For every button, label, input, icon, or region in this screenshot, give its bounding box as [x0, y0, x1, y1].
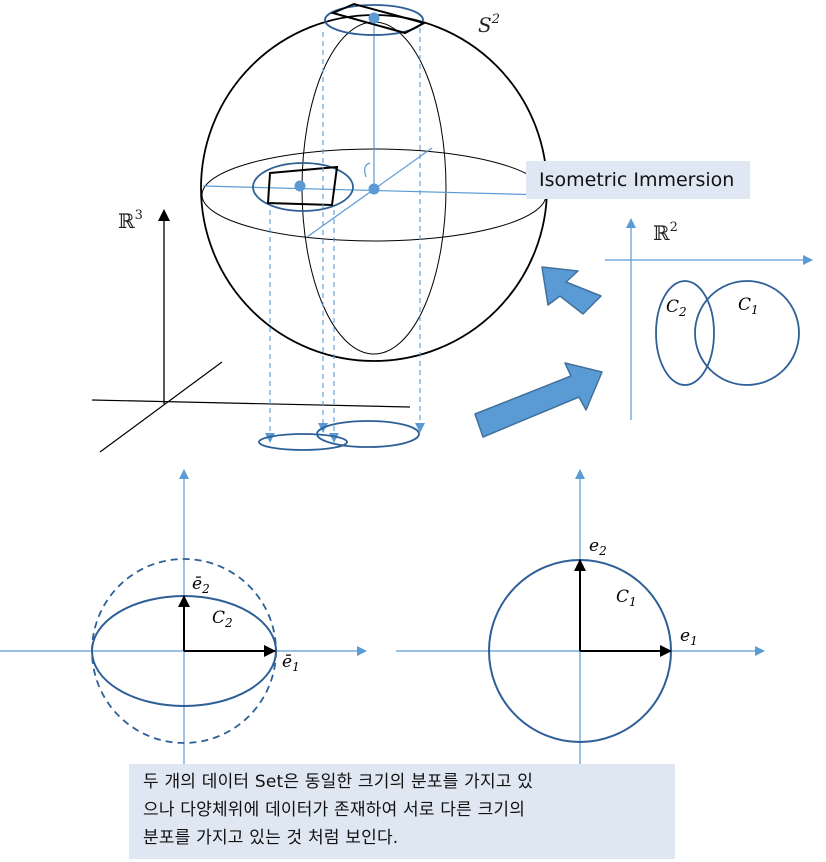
caption-line: 두 개의 데이터 Set은 동일한 크기의 분포를 가지고 있 — [143, 772, 534, 792]
r3-axes — [91, 209, 411, 453]
r3-x-axis — [91, 399, 411, 408]
r2-c1-circle — [694, 280, 800, 386]
sphere-center-point — [368, 183, 380, 195]
right-frame-panel — [396, 469, 765, 770]
projection-lines — [258, 28, 425, 451]
left-frame-panel — [0, 469, 367, 770]
r2-panel — [605, 218, 813, 420]
ebar1-label: ē1 — [282, 652, 300, 674]
r3-label: ℝ3 — [118, 208, 143, 233]
r3-y-axis — [99, 361, 223, 453]
e2-label: e2 — [589, 536, 607, 558]
caption-line: 분포를 가지고 있는 것 처럼 보인다. — [143, 828, 399, 848]
front-patch-circle — [252, 162, 354, 212]
top-tangent-plane — [329, 2, 427, 35]
r2-label: ℝ2 — [653, 220, 678, 245]
front-patch — [252, 162, 354, 212]
caption-line: 으나 다양체위에 데이터가 존재하여 서로 다른 크기의 — [143, 800, 526, 820]
r2-c2-ellipse — [655, 280, 715, 386]
projected-ellipse — [258, 433, 348, 451]
top-patch-circle — [324, 4, 424, 36]
right-c1-label: C1 — [616, 587, 637, 609]
front-patch-point — [294, 180, 306, 192]
sphere-label: S2 — [478, 12, 500, 37]
sphere-axis-diagonal — [306, 147, 433, 238]
projection-arrow-icon — [474, 362, 603, 438]
left-c2-label: C2 — [212, 608, 233, 630]
top-patch — [324, 2, 427, 36]
front-tangent-plane — [266, 165, 339, 207]
r2-c2-label: C2 — [666, 297, 687, 319]
ebar2-label: ē2 — [192, 574, 210, 596]
caption-box: 두 개의 데이터 Set은 동일한 크기의 분포를 가지고 있 으나 다양체위에… — [129, 764, 675, 859]
right-angle-mark — [364, 162, 371, 178]
e1-label: e1 — [680, 626, 698, 648]
immersion-arrow-icon — [541, 266, 602, 315]
isometric-immersion-label: Isometric Immersion — [526, 161, 750, 199]
top-patch-point — [368, 12, 380, 24]
projected-ellipse — [316, 420, 420, 448]
r2-c1-label: C1 — [738, 295, 759, 317]
